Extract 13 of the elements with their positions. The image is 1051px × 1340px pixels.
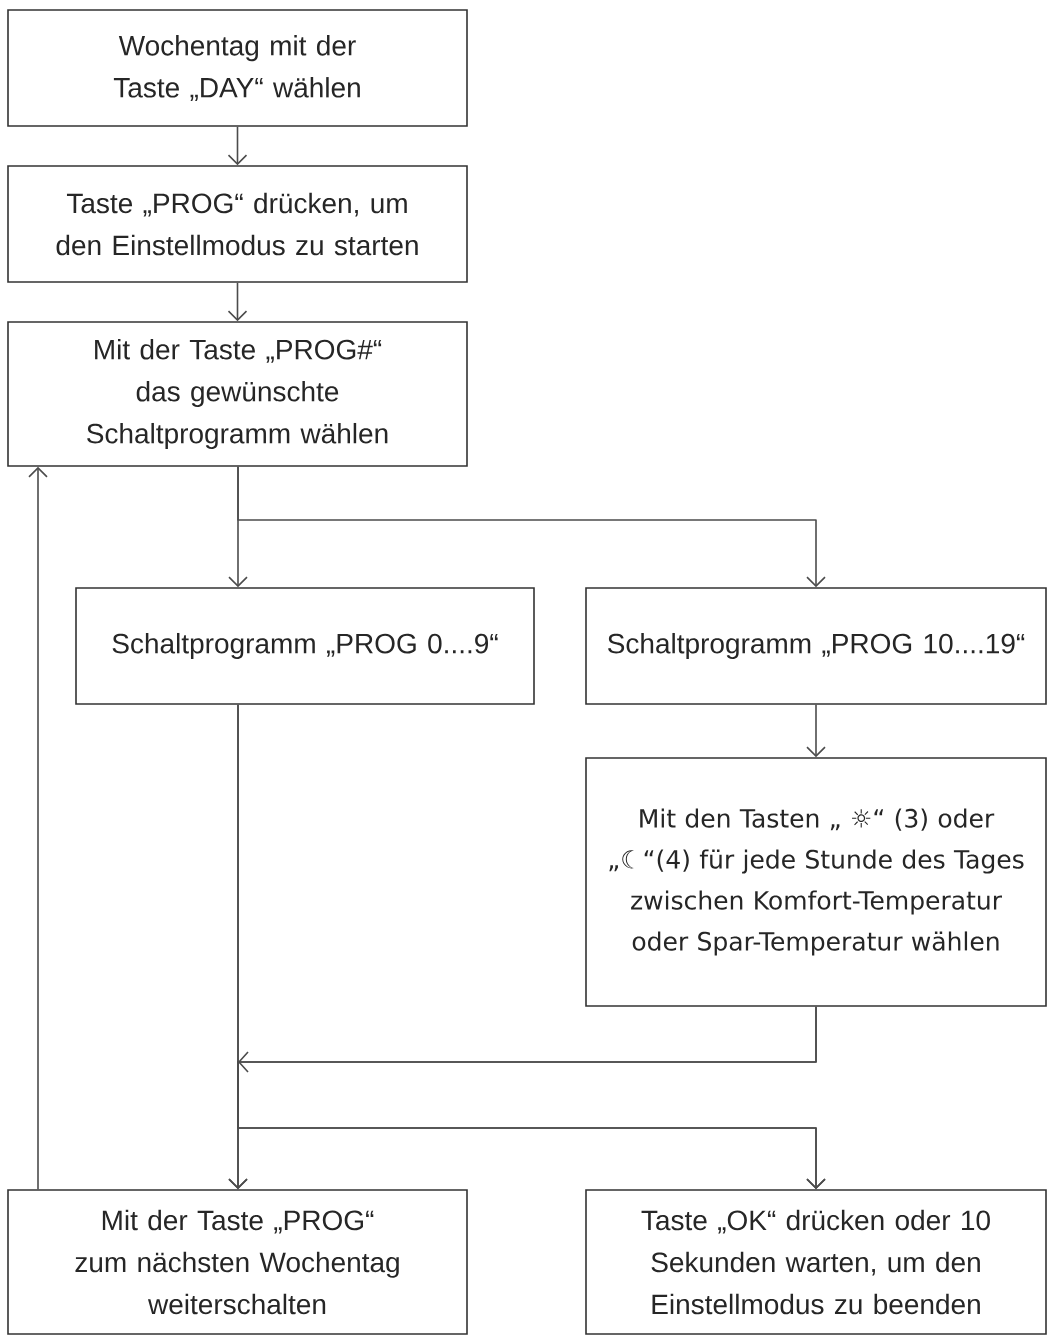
arrow <box>28 466 48 1190</box>
process-box: Wochentag mit der Taste „DAY“ wählen <box>7 9 468 127</box>
arrow <box>237 466 826 588</box>
arrow <box>227 126 248 166</box>
process-box: Mit den Tasten „ ☼“ (3) oder „☾“(4) für jede Stunde des Tages zwischen Komfort-Temperatur oder Spar-Temperatur wählen <box>585 757 1047 1007</box>
arrow <box>227 282 248 322</box>
process-box: Mit der Taste „PROG“ zum nächsten Wochentag weiterschalten <box>7 1189 468 1335</box>
arrow <box>806 704 826 758</box>
process-box: Taste „OK“ drücken oder 10 Sekunden warten, um den Einstellmodus zu beenden <box>585 1189 1047 1335</box>
process-box: Taste „PROG“ drücken, um den Einstellmodus zu starten <box>7 165 468 283</box>
process-box: Mit der Taste „PROG#“ das gewünschte Schaltprogramm wählen <box>7 321 468 467</box>
process-box: Schaltprogramm „PROG 10....19“ <box>585 587 1047 705</box>
process-box: Schaltprogramm „PROG 0....9“ <box>75 587 535 705</box>
